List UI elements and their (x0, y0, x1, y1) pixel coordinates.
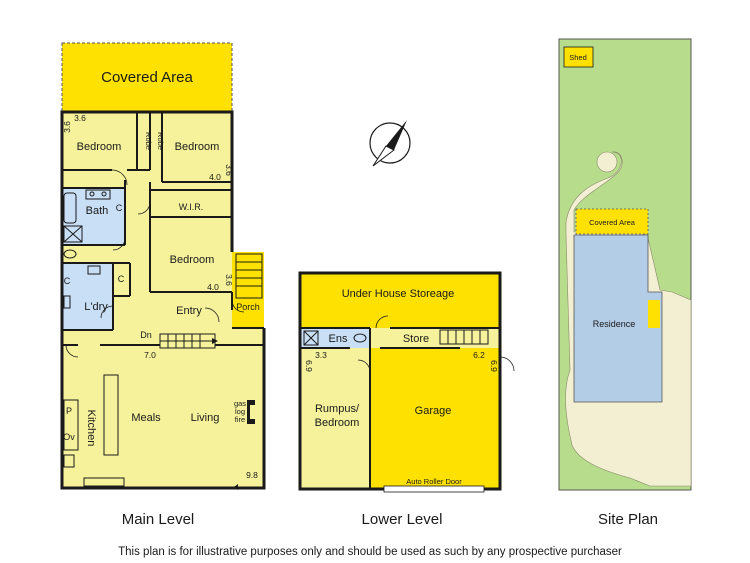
cupboard-3-label: C (64, 276, 71, 286)
bedroom-3-label: Bedroom (170, 254, 215, 266)
main-floor-fill (62, 112, 264, 488)
main-fixtures (63, 189, 255, 490)
garage-width: 6.2 (473, 350, 485, 360)
garden-bed (596, 151, 618, 173)
main-level-plan: Covered Area Bedroom Bedroom Bedroom Rob… (60, 42, 266, 490)
bath-area (62, 188, 125, 245)
bedroom-1-label: Bedroom (77, 141, 122, 153)
shed-label: Shed (569, 53, 587, 62)
stairs-down-label: Dn (140, 330, 152, 340)
roller-door-label: Auto Roller Door (406, 477, 462, 486)
site-plan-caption: Site Plan (598, 511, 658, 528)
living-width: 9.8 (246, 470, 258, 480)
north-compass (369, 120, 411, 167)
robe-1-label: Robe (144, 132, 153, 150)
residence-footprint (573, 234, 663, 403)
rumpus-depth: 6.9 (304, 360, 314, 372)
rumpus-label-1: Rumpus/ (315, 403, 360, 415)
site-plan: Shed Covered Area Residence (558, 38, 692, 491)
entry-label: Entry (176, 305, 202, 317)
living-label: Living (191, 412, 220, 424)
bedroom-3-width: 4.0 (207, 282, 219, 292)
porch-label: Porch (236, 302, 260, 312)
lower-level-plan: Under House Storeage Ens Store Rumpus/ B… (298, 271, 515, 493)
garage-area (370, 328, 500, 489)
living-depth: 7.0 (144, 350, 156, 360)
roller-door-opening (383, 485, 485, 493)
lower-level-caption: Lower Level (362, 511, 443, 528)
rumpus-label-2: Bedroom (315, 417, 360, 429)
garage-depth: 6.9 (489, 360, 499, 372)
meals-label: Meals (131, 412, 161, 424)
oven-label: Ov (63, 432, 75, 442)
rumpus-area (300, 348, 370, 489)
pantry-label: P (66, 406, 72, 416)
ensuite-label: Ens (329, 333, 348, 345)
bedroom-1-width: 3.6 (74, 113, 86, 123)
fire-label-3: fire (235, 415, 245, 424)
wir-label: W.I.R. (179, 202, 204, 212)
store-label: Store (403, 333, 429, 345)
main-interior-walls (62, 112, 264, 346)
kitchen-label: Kitchen (85, 410, 97, 447)
lower-stairs (439, 329, 489, 345)
main-stairs (159, 253, 263, 349)
shed-footprint (563, 46, 594, 68)
fire-label-2: log (235, 407, 245, 416)
site-covered-area-label: Covered Area (589, 218, 636, 227)
residence-label: Residence (593, 319, 636, 329)
main-outer-wall (60, 110, 266, 490)
bedroom-2-depth: 3.6 (224, 164, 234, 176)
bath-label: Bath (86, 205, 109, 217)
bedroom-2-width: 4.0 (209, 172, 221, 182)
site-porch (648, 300, 660, 328)
under-house-storage (300, 273, 500, 328)
garage-label: Garage (415, 405, 452, 417)
covered-area (61, 42, 233, 113)
bedroom-2-label: Bedroom (175, 141, 220, 153)
robe-2-label: Robe (156, 132, 165, 150)
store-area (370, 328, 500, 348)
laundry-label: L'dry (84, 301, 108, 313)
cupboard-2-label: C (118, 274, 125, 284)
site-covered-area (575, 208, 649, 235)
disclaimer-text: This plan is for illustrative purposes o… (118, 546, 622, 558)
fire-label-1: gas (234, 399, 246, 408)
storage-label: Under House Storeage (342, 288, 455, 300)
bedroom-1-depth: 3.6 (62, 121, 72, 133)
main-level-caption: Main Level (122, 511, 195, 528)
rumpus-width: 3.3 (315, 350, 327, 360)
cupboard-1-label: C (116, 203, 123, 213)
bedroom-3-depth: 3.6 (224, 274, 234, 286)
porch-area (232, 252, 264, 328)
main-doors (65, 169, 245, 358)
covered-area-label: Covered Area (101, 69, 193, 86)
